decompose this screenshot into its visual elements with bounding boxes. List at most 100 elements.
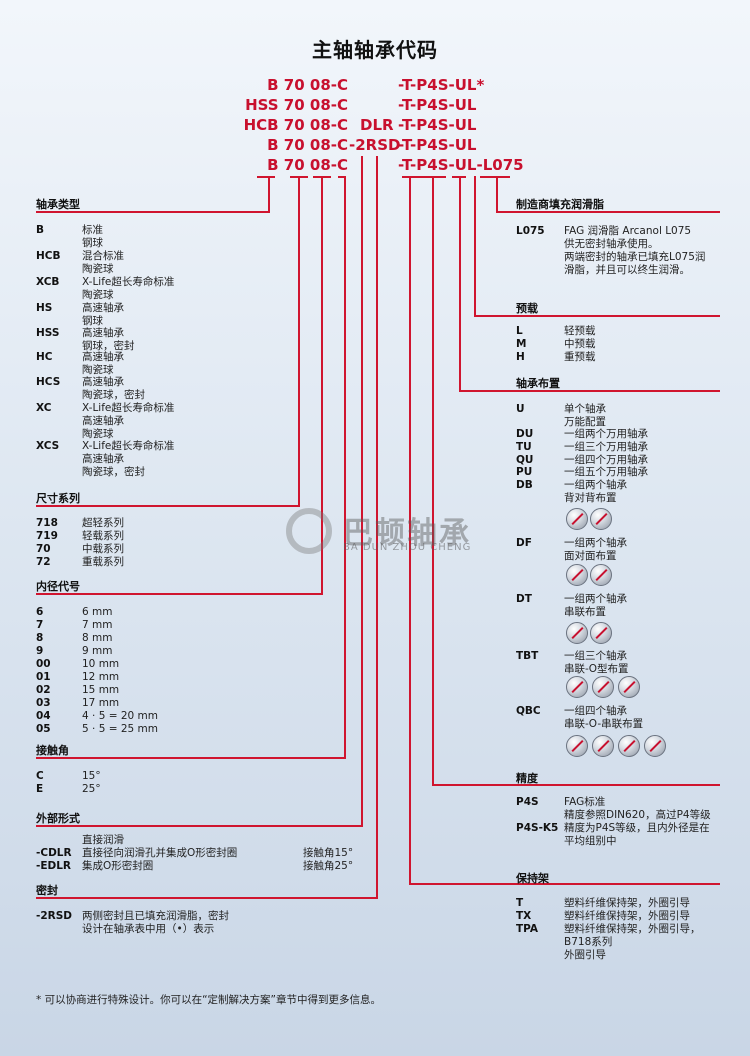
list-item-key: HCS [36,376,61,388]
list-item-key: 719 [36,530,58,542]
list-item-key: -CDLR [36,847,72,859]
list-item-key: DB [516,479,533,491]
bracket-angle [338,176,346,178]
code-row-5-left: B 70 08-C [267,156,348,174]
section-bore-code-heading: 内径代号 [36,580,80,593]
page-title: 主轴轴承代码 [312,38,438,62]
list-item-desc: 中预载 [564,338,596,350]
footnote: * 可以协商进行特殊设计。你可以在“定制解决方案”章节中得到更多信息。 [36,994,381,1006]
list-item-desc: 标准 钢球 [82,224,103,249]
list-item-key: 9 [36,645,44,657]
list-item-key: 02 [36,684,51,696]
list-item-desc: 25° [82,783,101,795]
code-row-3-right: -T-P4S-UL [398,116,477,134]
list-item-key: HSS [36,327,60,339]
list-item-desc: FAG标准 精度参照DIN620，高过P4等级 [564,796,711,821]
list-item-desc: 15° [82,770,101,782]
list-item-key: E [36,783,44,795]
list-item-desc: FAG 润滑脂 Arcanol L075 供无密封轴承使用。 两端密封的轴承已填… [564,225,706,276]
list-item-desc: 单个轴承 万能配置 [564,403,606,428]
section-arrangement-heading: 轴承布置 [516,377,560,390]
bearing-ball-icon [566,508,588,530]
list-item-desc: 轻预载 [564,325,596,337]
list-item-desc: 直接润滑 [82,834,124,846]
list-item-key: 01 [36,671,51,683]
list-item-desc: 一组三个万用轴承 [564,441,648,453]
code-row-2-left: HSS 70 08-C [245,96,348,114]
list-item-key: XCS [36,440,60,452]
list-item-key: 05 [36,723,51,735]
watermark-text: 巴顿轴承 [343,516,471,551]
section-external-heading: 外部形式 [36,812,80,825]
list-item-key: L [516,325,523,337]
list-item-key: PU [516,466,533,478]
list-item-desc: 轻载系列 [82,530,124,542]
list-item-desc: 中载系列 [82,543,124,555]
list-item-key: 04 [36,710,51,722]
list-item-key: QU [516,454,534,466]
list-item-key: 70 [36,543,51,555]
bearing-ball-icon [590,564,612,586]
bearing-ball-icon [566,676,588,698]
section-contact-angle-heading: 接触角 [36,744,69,757]
list-item-desc: 高速轴承 钢球 [82,302,124,327]
list-item-key: 03 [36,697,51,709]
bearing-ball-icon [566,735,588,757]
list-item-desc: X-Life超长寿命标准 高速轴承 陶瓷球 [82,402,175,440]
list-item-key: M [516,338,527,350]
list-item-key: DF [516,537,532,549]
list-item-desc: 高速轴承 陶瓷球，密封 [82,376,145,401]
list-item-key: TU [516,441,532,453]
bracket-type [257,176,275,178]
list-item-key: HCB [36,250,61,262]
list-item-key: TPA [516,923,539,935]
list-item-key: XCB [36,276,60,288]
list-item-desc: 12 mm [82,671,120,683]
list-item-desc: 高速轴承 钢球，密封 [82,327,135,352]
list-item-desc: 7 mm [82,619,113,631]
list-item-desc: 混合标准 陶瓷球 [82,250,124,275]
list-item-desc: 一组五个万用轴承 [564,466,648,478]
list-item-key: DU [516,428,534,440]
list-item-key: P4S-K5 [516,822,559,834]
code-row-1-right: -T-P4S-UL* [398,76,485,94]
list-item-desc: 一组两个轴承 背对背布置 [564,479,627,504]
list-item-desc: 高速轴承 陶瓷球 [82,351,124,376]
list-item-desc: 一组四个轴承 串联-O-串联布置 [564,705,644,730]
section-preload-heading: 预载 [516,302,538,315]
code-row-1-left: B 70 08-C [267,76,348,94]
list-item-key: HS [36,302,53,314]
list-item-key: H [516,351,525,363]
list-item-desc: 一组两个轴承 面对面布置 [564,537,627,562]
list-item-desc: X-Life超长寿命标准 高速轴承 陶瓷球，密封 [82,440,175,478]
section-precision-heading: 精度 [516,772,538,785]
list-item-desc: 一组三个轴承 串联-O型布置 [564,650,629,675]
list-item-key: C [36,770,44,782]
code-row-3-middle: DLR [360,116,394,134]
list-item-desc: 17 mm [82,697,120,709]
list-item-key: HC [36,351,53,363]
section-bearing-type-heading: 轴承类型 [36,198,80,211]
list-item-desc: 重预载 [564,351,596,363]
list-item-key: T [516,897,524,909]
bearing-ball-icon [592,735,614,757]
list-item-desc: 6 mm [82,606,113,618]
bearing-ball-icon [566,622,588,644]
list-item-key: B [36,224,45,236]
bearing-ball-icon [644,735,666,757]
list-item-desc: 一组两个万用轴承 [564,428,648,440]
bearing-ball-icon [618,676,640,698]
code-row-3-left: HCB 70 08-C [243,116,348,134]
list-item-desc: 5 · 5 = 25 mm [82,723,159,735]
code-row-4-left: B 70 08-C [267,136,348,154]
list-item-desc: 塑料纤维保持架，外圈引导， B718系列 外圈引导 [564,923,701,961]
list-item-key: TBT [516,650,539,662]
code-row-5-right: -T-P4S-UL-L075 [398,156,524,174]
list-item-key: -EDLR [36,860,72,872]
list-item-key: QBC [516,705,541,717]
list-item-key: 72 [36,556,51,568]
list-item-key: 718 [36,517,58,529]
list-item-key: 6 [36,606,44,618]
bearing-ball-icon [618,735,640,757]
list-item-key: U [516,403,525,415]
